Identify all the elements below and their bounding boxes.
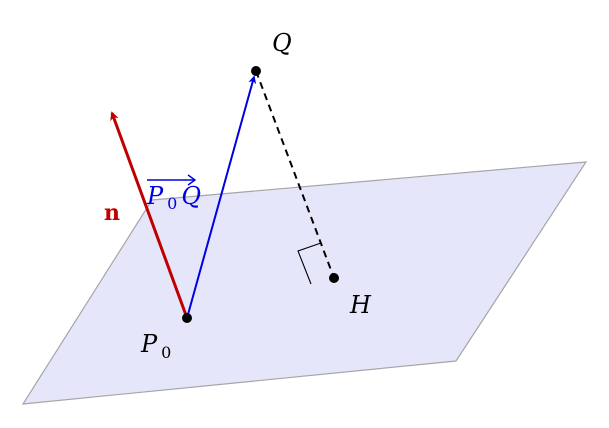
point-q-dot	[251, 66, 261, 76]
vector-p0q-overarrow-head	[187, 174, 197, 186]
vector-p0q-arrow	[186, 75, 257, 319]
point-q-label: Q	[272, 29, 292, 57]
normal-vector-label: n	[104, 200, 120, 226]
point-p0-label: P 0	[140, 330, 171, 362]
vector-p0q-label-p: P	[146, 182, 164, 210]
point-h-label: H	[349, 291, 372, 319]
point-h-dot	[329, 273, 339, 283]
vector-p0q-label: P 0 Q	[146, 174, 201, 213]
point-p0-dot	[182, 313, 192, 323]
plane	[21, 161, 588, 405]
right-angle-marker	[297, 242, 322, 285]
point-p0-label-subscript: 0	[161, 343, 171, 362]
point-p0-label-main: P	[140, 330, 158, 358]
vector-p0q-label-subscript: 0	[167, 194, 177, 213]
vector-p0q-label-text: P 0 Q	[146, 182, 201, 213]
vector-p0q-label-q: Q	[181, 182, 201, 210]
normal-vector-arrow	[110, 111, 189, 319]
